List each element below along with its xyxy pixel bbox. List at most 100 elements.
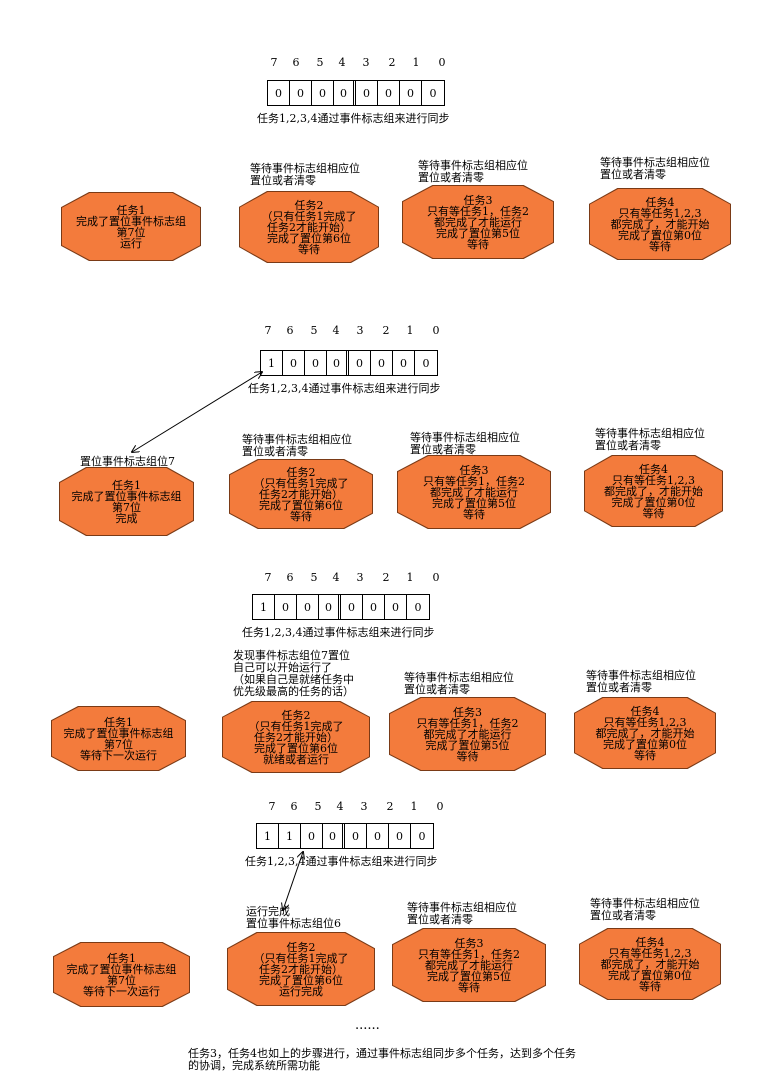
event-flag-bit: 0 xyxy=(334,81,356,105)
task2-node-text: 任务2 （只有任务1完成了 任务2才能开始） 完成了置位第6位 就绪或者运行 xyxy=(248,708,344,766)
task2-node: 任务2 （只有任务1完成了 任务2才能开始） 完成了置位第6位 等待 xyxy=(240,192,378,262)
task2-node: 任务2 （只有任务1完成了 任务2才能开始） 完成了置位第6位 运行完成 xyxy=(228,933,374,1005)
event-flag-bit: 0 xyxy=(385,595,407,619)
task1-node: 任务1 完成了置位事件标志组 第7位 运行 xyxy=(62,193,200,260)
bit-position-label: 1 xyxy=(406,324,414,337)
task3-node: 任务3 只有等任务1，任务2 都完成了才能运行 完成了置位第5位 等待 xyxy=(393,929,545,1001)
task4-node: 任务4 只有等任务1,2,3 都完成了，才能开始 完成了置位第0位 等待 xyxy=(585,456,722,526)
bit-position-label: 4 xyxy=(336,800,344,813)
task1-node: 任务1 完成了置位事件标志组 第7位 等待下一次运行 xyxy=(52,707,185,770)
bit-position-label: 5 xyxy=(310,324,318,337)
event-flag-bit: 0 xyxy=(305,351,327,375)
task1-node-text: 任务1 完成了置位事件标志组 第7位 等待下一次运行 xyxy=(63,715,174,762)
bit-position-label: 1 xyxy=(406,571,414,584)
register-caption: 任务1,2,3,4通过事件标志组来进行同步 xyxy=(245,855,438,868)
ellipsis: ...... xyxy=(355,1018,380,1033)
bit-position-label: 4 xyxy=(338,56,346,69)
event-flag-bit: 0 xyxy=(371,351,393,375)
register-caption: 任务1,2,3,4通过事件标志组来进行同步 xyxy=(242,626,435,639)
task3-node: 任务3 只有等任务1，任务2 都完成了才能运行 完成了置位第5位 等待 xyxy=(398,456,550,528)
bit-position-label: 2 xyxy=(386,800,394,813)
event-flag-bit: 1 xyxy=(279,824,301,848)
event-flag-bit: 0 xyxy=(356,81,378,105)
task2-node-text: 任务2 （只有任务1完成了 任务2才能开始） 完成了置位第6位 等待 xyxy=(253,465,349,523)
bit-position-label: 6 xyxy=(286,324,294,337)
task3-node-text: 任务3 只有等任务1，任务2 都完成了才能运行 完成了置位第5位 等待 xyxy=(416,705,519,763)
event-flag-bit: 0 xyxy=(345,824,367,848)
task3-status-label: 等待事件标志组相应位 置位或者清零 xyxy=(404,671,514,696)
task4-node: 任务4 只有等任务1,2,3 都完成了，才能开始 完成了置位第0位 等待 xyxy=(590,189,730,259)
bit-position-label: 0 xyxy=(432,324,440,337)
task4-status-label: 等待事件标志组相应位 置位或者清零 xyxy=(590,897,700,922)
task1-status-label: 置位事件标志组位7 xyxy=(80,455,175,468)
register-caption: 任务1,2,3,4通过事件标志组来进行同步 xyxy=(257,112,450,125)
task1-node: 任务1 完成了置位事件标志组 第7位 等待下一次运行 xyxy=(54,943,189,1006)
task2-node-text: 任务2 （只有任务1完成了 任务2才能开始） 完成了置位第6位 运行完成 xyxy=(253,940,349,998)
task4-node-text: 任务4 只有等任务1,2,3 都完成了，才能开始 完成了置位第0位 等待 xyxy=(604,462,703,520)
bit-position-label: 4 xyxy=(332,571,340,584)
event-flag-bit: 0 xyxy=(363,595,385,619)
event-flag-bit: 0 xyxy=(327,351,349,375)
task1-node: 任务1 完成了置位事件标志组 第7位 完成 xyxy=(60,468,193,535)
task4-node: 任务4 只有等任务1,2,3 都完成了，才能开始 完成了置位第0位 等待 xyxy=(575,698,715,768)
task4-node-text: 任务4 只有等任务1,2,3 都完成了，才能开始 完成了置位第0位 等待 xyxy=(610,195,710,253)
event-flag-bit: 0 xyxy=(422,356,430,370)
bit-position-label: 0 xyxy=(438,56,446,69)
event-flag-bit: 0 xyxy=(323,824,345,848)
bit-position-label: 6 xyxy=(286,571,294,584)
event-flag-bit: 1 xyxy=(257,824,279,848)
event-flag-bit: 0 xyxy=(400,81,422,105)
bit-position-label: 7 xyxy=(268,800,276,813)
event-flag-bit: 0 xyxy=(389,824,411,848)
event-flag-bit: 0 xyxy=(283,351,305,375)
bit-position-label: 3 xyxy=(356,571,364,584)
task2-node: 任务2 （只有任务1完成了 任务2才能开始） 完成了置位第6位 就绪或者运行 xyxy=(223,702,369,772)
task1-node-text: 任务1 完成了置位事件标志组 第7位 运行 xyxy=(76,203,186,250)
task2-status-label: 发现事件标志组位7置位 自己可以开始运行了 （如果自己是就绪任务中 优先级最高的… xyxy=(233,649,354,698)
event-flag-bit: 0 xyxy=(268,81,290,105)
event-flag-bit: 0 xyxy=(290,81,312,105)
event-flag-bit: 0 xyxy=(297,595,319,619)
footer-note: 任务3，任务4也如上的步骤进行，通过事件标志组同步多个任务，达到多个任务 的协调… xyxy=(188,1047,576,1072)
task3-status-label: 等待事件标志组相应位 置位或者清零 xyxy=(410,431,520,456)
bit-position-label: 4 xyxy=(332,324,340,337)
event-flag-bit: 0 xyxy=(393,351,415,375)
event-flag-bit: 0 xyxy=(429,86,437,100)
task2-status-label: 运行完成 置位事件标志组位6 xyxy=(246,905,341,930)
bit-position-label: 7 xyxy=(264,324,272,337)
bit-position-label: 7 xyxy=(264,571,272,584)
bit-position-label: 1 xyxy=(410,800,418,813)
task2-node: 任务2 （只有任务1完成了 任务2才能开始） 完成了置位第6位 等待 xyxy=(230,460,372,528)
bit-position-label: 5 xyxy=(314,800,322,813)
task4-status-label: 等待事件标志组相应位 置位或者清零 xyxy=(600,156,710,181)
event-flag-bit: 1 xyxy=(261,351,283,375)
task2-node-text: 任务2 （只有任务1完成了 任务2才能开始） 完成了置位第6位 等待 xyxy=(261,198,357,256)
event-flag-bit: 0 xyxy=(349,351,371,375)
bit-position-label: 5 xyxy=(316,56,324,69)
bit-position-label: 1 xyxy=(412,56,420,69)
event-flag-bit: 0 xyxy=(418,829,426,843)
bit-position-label: 5 xyxy=(310,571,318,584)
task4-node-text: 任务4 只有等任务1,2,3 都完成了，才能开始 完成了置位第0位 等待 xyxy=(600,935,700,993)
event-flag-bit: 1 xyxy=(253,595,275,619)
task3-status-label: 等待事件标志组相应位 置位或者清零 xyxy=(407,901,517,926)
event-flag-bit: 0 xyxy=(301,824,323,848)
task4-node: 任务4 只有等任务1,2,3 都完成了，才能开始 完成了置位第0位 等待 xyxy=(580,929,720,999)
bit-position-label: 2 xyxy=(388,56,396,69)
task3-node-text: 任务3 只有等任务1，任务2 都完成了才能运行 完成了置位第5位 等待 xyxy=(423,463,525,521)
event-flag-bit: 0 xyxy=(378,81,400,105)
bit-position-label: 3 xyxy=(356,324,364,337)
task4-status-label: 等待事件标志组相应位 置位或者清零 xyxy=(586,669,696,694)
event-flag-bit: 0 xyxy=(414,600,422,614)
task3-node: 任务3 只有等任务1，任务2 都完成了才能运行 完成了置位第5位 等待 xyxy=(390,698,545,770)
register-caption: 任务1,2,3,4通过事件标志组来进行同步 xyxy=(248,382,441,395)
bit-position-label: 6 xyxy=(290,800,298,813)
task3-node: 任务3 只有等任务1，任务2 都完成了才能运行 完成了置位第5位 等待 xyxy=(403,186,553,258)
task1-node-text: 任务1 完成了置位事件标志组 第7位 完成 xyxy=(71,478,182,525)
bit-position-label: 0 xyxy=(436,800,444,813)
task3-status-label: 等待事件标志组相应位 置位或者清零 xyxy=(418,159,528,184)
